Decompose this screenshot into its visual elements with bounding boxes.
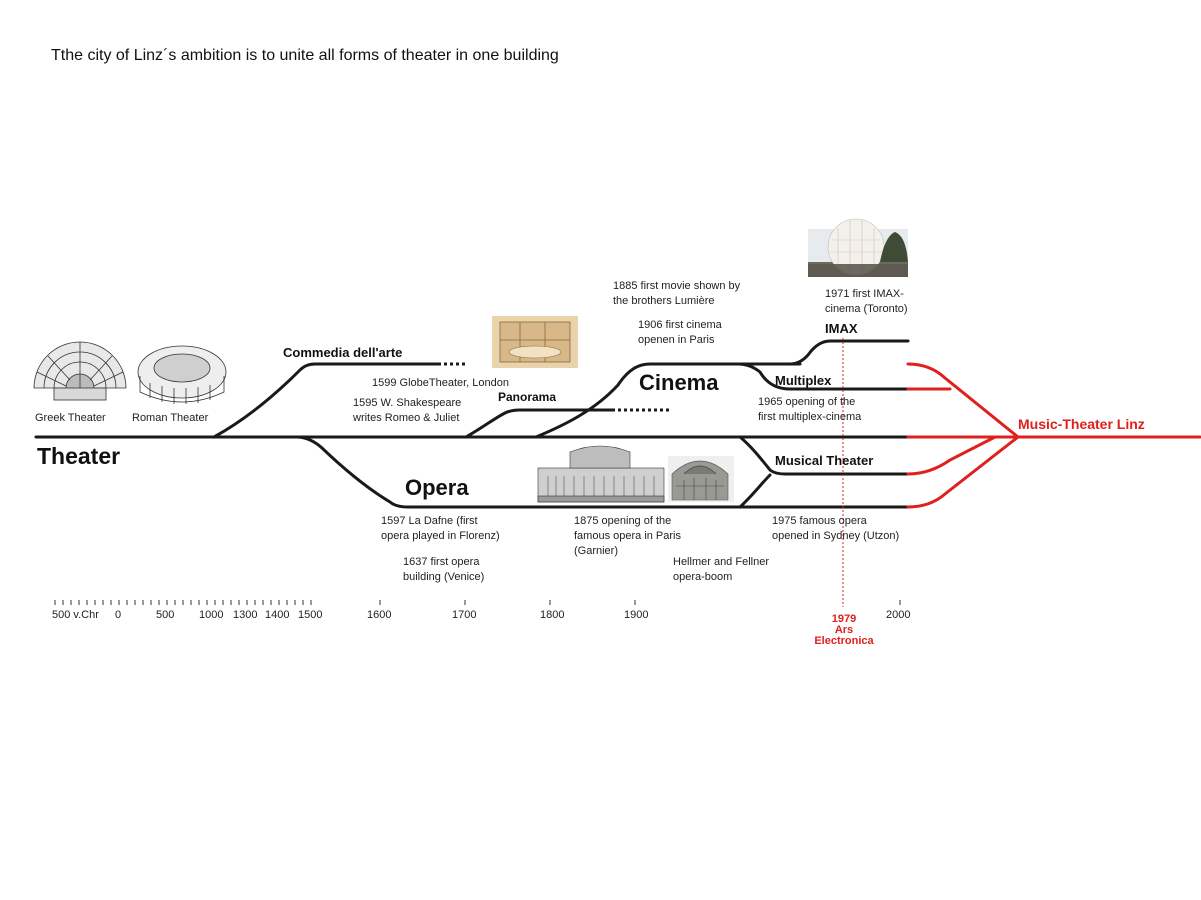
axis-tick-1700: 1700 (452, 609, 477, 621)
imax-branch (788, 339, 910, 366)
marker-1979-label: 1979 Ars Electronica (805, 614, 883, 647)
red-top-curve (906, 362, 1020, 439)
panorama-image (492, 316, 578, 368)
page-title: Tthe city of Linz´s ambition is to unite… (51, 47, 559, 64)
theater-label: Theater (37, 443, 121, 469)
axis-tick-1300: 1300 (233, 609, 258, 621)
annotation-multiplex: 1965 opening of the first multiplex-cine… (758, 396, 862, 423)
paris-opera-image (537, 445, 665, 503)
annotation-venice: 1637 first opera building (Venice) (403, 556, 485, 583)
axis-tick-1400: 1400 (265, 609, 290, 621)
axis-tick-1000: 1000 (199, 609, 224, 621)
music-theater-linz-label: Music-Theater Linz (1018, 416, 1145, 432)
annotation-dafne: 1597 La Dafne (first opera played in Flo… (381, 515, 500, 542)
cinema-label: Cinema (639, 370, 719, 395)
commedia-branch (212, 362, 440, 439)
roman-theater-image (137, 345, 227, 404)
greek-theater-image (33, 341, 127, 401)
axis-tick-1800: 1800 (540, 609, 565, 621)
annotation-hellmer: Hellmer and Fellner opera-boom (673, 556, 769, 583)
annotation-imax-toronto: 1971 first IMAX- cinema (Toronto) (825, 288, 908, 315)
red-musical-curve (906, 435, 997, 476)
imax-label: IMAX (825, 321, 858, 336)
greek-theater-caption: Greek Theater (35, 412, 106, 424)
axis-tick-0: 0 (115, 609, 122, 621)
annotation-sydney: 1975 famous opera opened in Sydney (Utzo… (772, 515, 900, 542)
axis-tick-1600: 1600 (367, 609, 392, 621)
vienna-opera-image (668, 456, 734, 502)
axis-tick-500: 500 (156, 609, 175, 621)
musical-merge (738, 473, 772, 509)
roman-theater-caption: Roman Theater (132, 412, 209, 424)
imax-dome-image (808, 218, 908, 277)
axis-tick-2000: 2000 (886, 609, 911, 621)
multiplex-branch (736, 362, 910, 391)
annotation-cinema-paris: 1906 first cinema openen in Paris (638, 319, 722, 346)
marker-year: 1979 (831, 613, 857, 625)
annotation-lumiere: 1885 first movie shown by the brothers L… (613, 280, 741, 307)
axis-tick-500bc: 500 v.Chr (52, 609, 99, 621)
musical-theater-label: Musical Theater (775, 453, 874, 468)
panorama-label: Panorama (498, 390, 557, 404)
commedia-label: Commedia dell'arte (283, 345, 403, 360)
opera-label: Opera (405, 475, 469, 500)
axis-minor-ticks (54, 600, 901, 605)
cinema-branch (534, 362, 762, 439)
multiplex-label: Multiplex (775, 373, 832, 388)
axis-tick-1900: 1900 (624, 609, 649, 621)
marker-line1: Ars (834, 624, 854, 636)
red-opera-curve (906, 435, 1020, 509)
opera-branch (294, 435, 910, 509)
annotation-garnier: 1875 opening of the famous opera in Pari… (574, 515, 681, 557)
musical-branch (738, 435, 910, 476)
annotation-shakespeare: 1595 W. Shakespeare writes Romeo & Julie… (353, 397, 462, 424)
panorama-branch (464, 408, 614, 439)
marker-line2: Electronica (814, 635, 874, 647)
annotation-globe: 1599 GlobeTheater, London (372, 377, 510, 389)
axis-tick-1500: 1500 (298, 609, 323, 621)
